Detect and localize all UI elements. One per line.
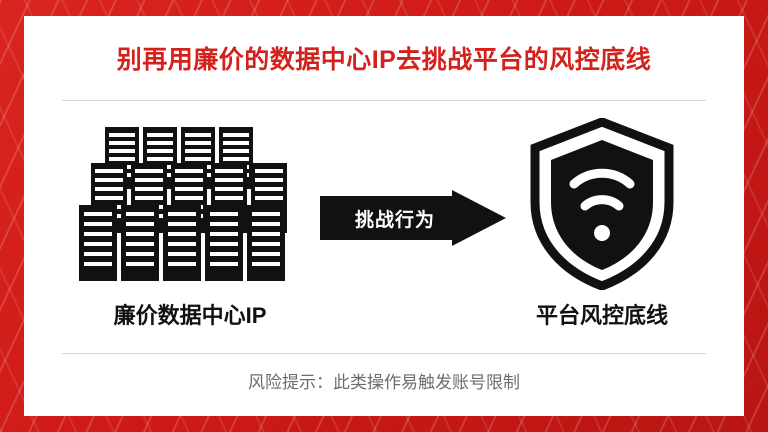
diagram-stage: 廉价数据中心IP 挑战行为 <box>24 108 744 348</box>
diagram-node-shield: 平台风控底线 <box>494 114 710 344</box>
server-rack-icon <box>79 127 287 281</box>
slide-card: 别再用廉价的数据中心IP去挑战平台的风控底线 <box>24 16 744 416</box>
shield-wifi-art <box>494 114 710 294</box>
right-arrow-icon <box>320 190 506 246</box>
shield-caption: 平台风控底线 <box>535 303 668 328</box>
diagram-node-datacenter: 廉价数据中心IP <box>60 114 320 344</box>
datacenter-caption: 廉价数据中心IP <box>113 303 267 328</box>
divider-bottom <box>62 353 706 354</box>
page-title: 别再用廉价的数据中心IP去挑战平台的风控底线 <box>116 46 652 74</box>
diagram-arrow: 挑战行为 <box>320 190 506 264</box>
divider-top <box>62 100 706 101</box>
server-rack-art <box>60 114 320 294</box>
title-band: 别再用廉价的数据中心IP去挑战平台的风控底线 <box>24 16 744 100</box>
risk-note: 风险提示：此类操作易触发账号限制 <box>248 373 520 392</box>
shield-wifi-icon <box>530 118 674 290</box>
